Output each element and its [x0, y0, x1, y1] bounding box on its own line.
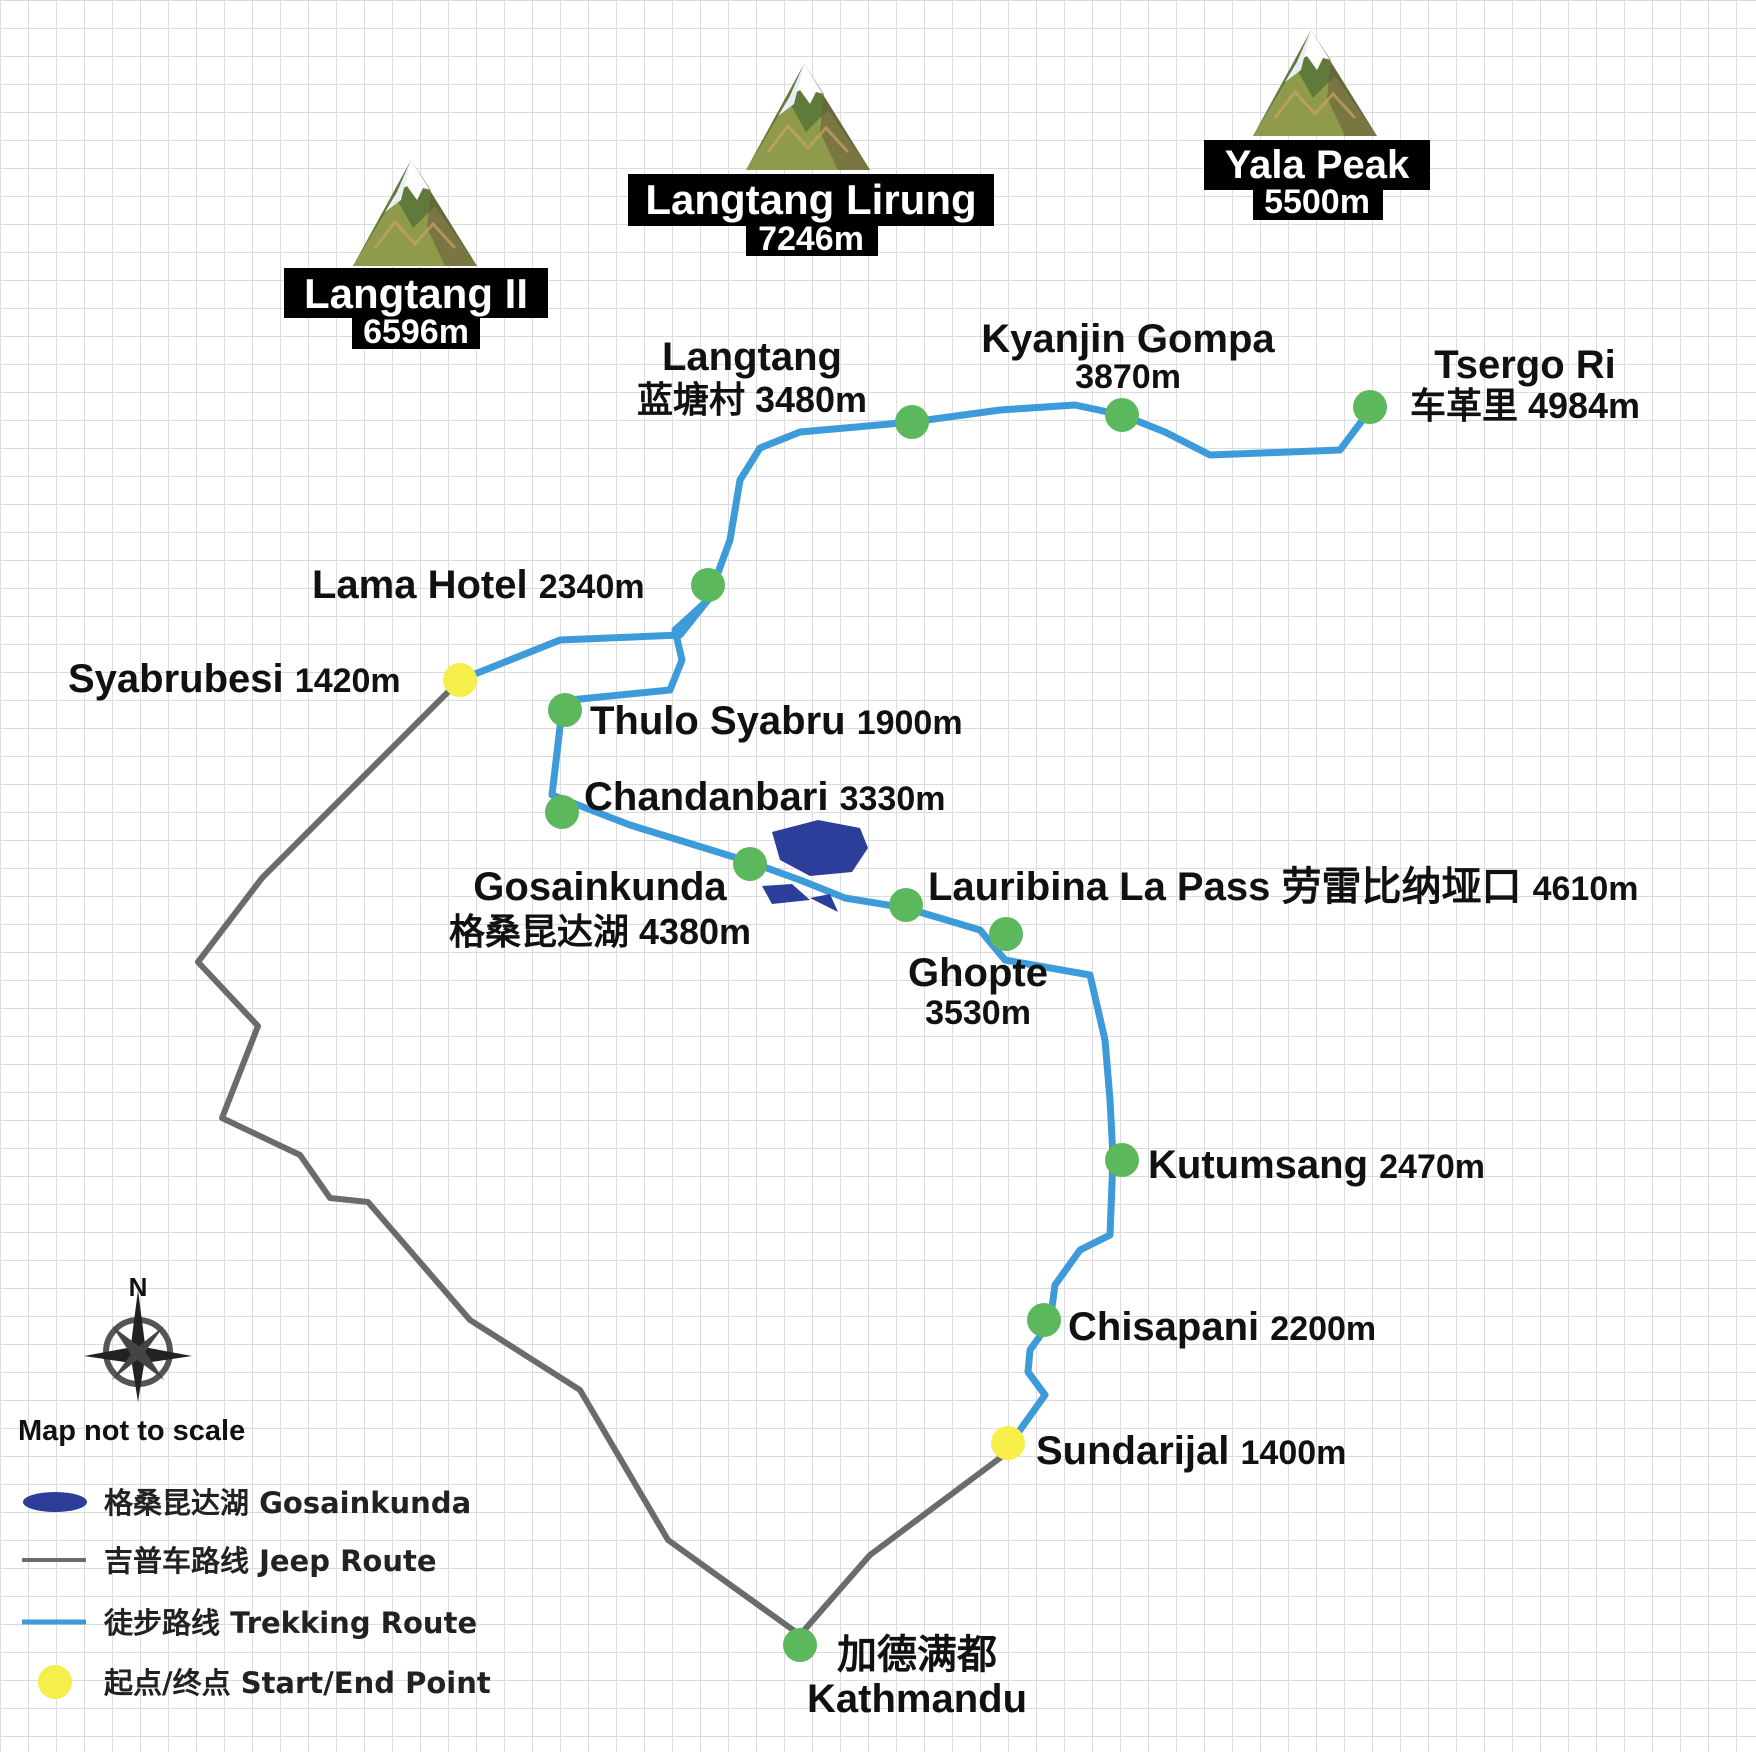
scale-note: Map not to scale	[18, 1415, 245, 1447]
gosainkunda-lake-small	[762, 884, 810, 904]
label-tsergo: Tsergo Ri	[1434, 343, 1616, 387]
label-kathmandu: Kathmandu	[807, 1677, 1027, 1721]
label-chandanbari: Chandanbari 3330m	[584, 775, 945, 819]
label-langtang-elev: 蓝塘村 3480m	[637, 379, 867, 420]
peak-yala: Yala Peak 5500m	[1204, 28, 1430, 221]
mountain-icon	[351, 158, 479, 268]
label-langtang: Langtang	[662, 335, 842, 379]
mountain-icon	[1251, 28, 1379, 138]
label-ghopte-elev: 3530m	[925, 994, 1031, 1032]
compass-icon: N	[84, 1272, 192, 1402]
label-thulo-syabru: Thulo Syabru 1900m	[590, 699, 963, 743]
label-lama-hotel: Lama Hotel 2340m	[312, 563, 645, 607]
label-gosainkunda-elev: 格桑昆达湖 4380m	[449, 911, 751, 952]
label-chisapani: Chisapani 2200m	[1068, 1305, 1376, 1349]
waypoint-lauribina	[889, 888, 923, 922]
jeep-route	[195, 677, 1007, 1638]
peak-elevation: 6596m	[363, 313, 469, 351]
waypoint-langtang	[895, 405, 929, 439]
waypoint-chisapani	[1027, 1303, 1061, 1337]
waypoint-tsergo	[1353, 390, 1387, 424]
legend-start-swatch	[38, 1665, 72, 1699]
gosainkunda-lake	[772, 820, 868, 876]
label-ghopte: Ghopte	[908, 951, 1048, 995]
peak-elevation: 5500m	[1264, 183, 1370, 221]
waypoint-gosainkunda	[733, 847, 767, 881]
label-sundarijal: Sundarijal 1400m	[1036, 1429, 1346, 1473]
peak-langtang-ii: Langtang II 6596m	[284, 158, 548, 351]
waypoint-thulo-syabru	[548, 693, 582, 727]
label-kyanjin: Kyanjin Gompa	[981, 317, 1275, 361]
label-kyanjin-elev: 3870m	[1075, 358, 1181, 396]
waypoint-kathmandu	[783, 1628, 817, 1662]
trekking-route	[456, 401, 1374, 684]
legend-start-label: 起点/终点 Start/End Point	[104, 1666, 491, 1700]
legend: 格桑昆达湖 Gosainkunda 吉普车路线 Jeep Route 徒步路线 …	[22, 1486, 491, 1700]
waypoint-lama-hotel	[691, 568, 725, 602]
legend-trek-label: 徒步路线 Trekking Route	[103, 1606, 477, 1640]
waypoint-syabrubesi	[443, 663, 477, 697]
waypoint-ghopte	[989, 917, 1023, 951]
waypoint-sundarijal	[991, 1426, 1025, 1460]
label-kutumsang: Kutumsang 2470m	[1148, 1143, 1485, 1187]
legend-jeep-label: 吉普车路线 Jeep Route	[104, 1544, 437, 1578]
legend-lake-swatch	[23, 1492, 87, 1512]
peak-elevation: 7246m	[758, 220, 864, 258]
label-syabrubesi: Syabrubesi 1420m	[68, 657, 401, 701]
label-tsergo-elev: 车革里 4984m	[1410, 385, 1640, 426]
peak-name: Yala Peak	[1225, 143, 1410, 187]
label-lauribina: Lauribina La Pass 劳雷比纳垭口 4610m	[928, 865, 1638, 909]
peak-langtang-lirung: Langtang Lirung 7246m	[628, 62, 994, 258]
legend-lake-label: 格桑昆达湖 Gosainkunda	[104, 1486, 471, 1520]
mountain-icon	[744, 62, 872, 172]
gosainkunda-lake-tiny	[810, 894, 838, 912]
label-kathmandu-cn: 加德满都	[837, 1633, 997, 1677]
peak-name: Langtang II	[304, 270, 528, 317]
waypoint-kutumsang	[1105, 1143, 1139, 1177]
label-gosainkunda: Gosainkunda	[473, 865, 727, 909]
waypoint-kyanjin	[1105, 398, 1139, 432]
compass-north-label: N	[129, 1272, 148, 1302]
waypoint-chandanbari	[545, 795, 579, 829]
peak-name: Langtang Lirung	[645, 176, 976, 223]
